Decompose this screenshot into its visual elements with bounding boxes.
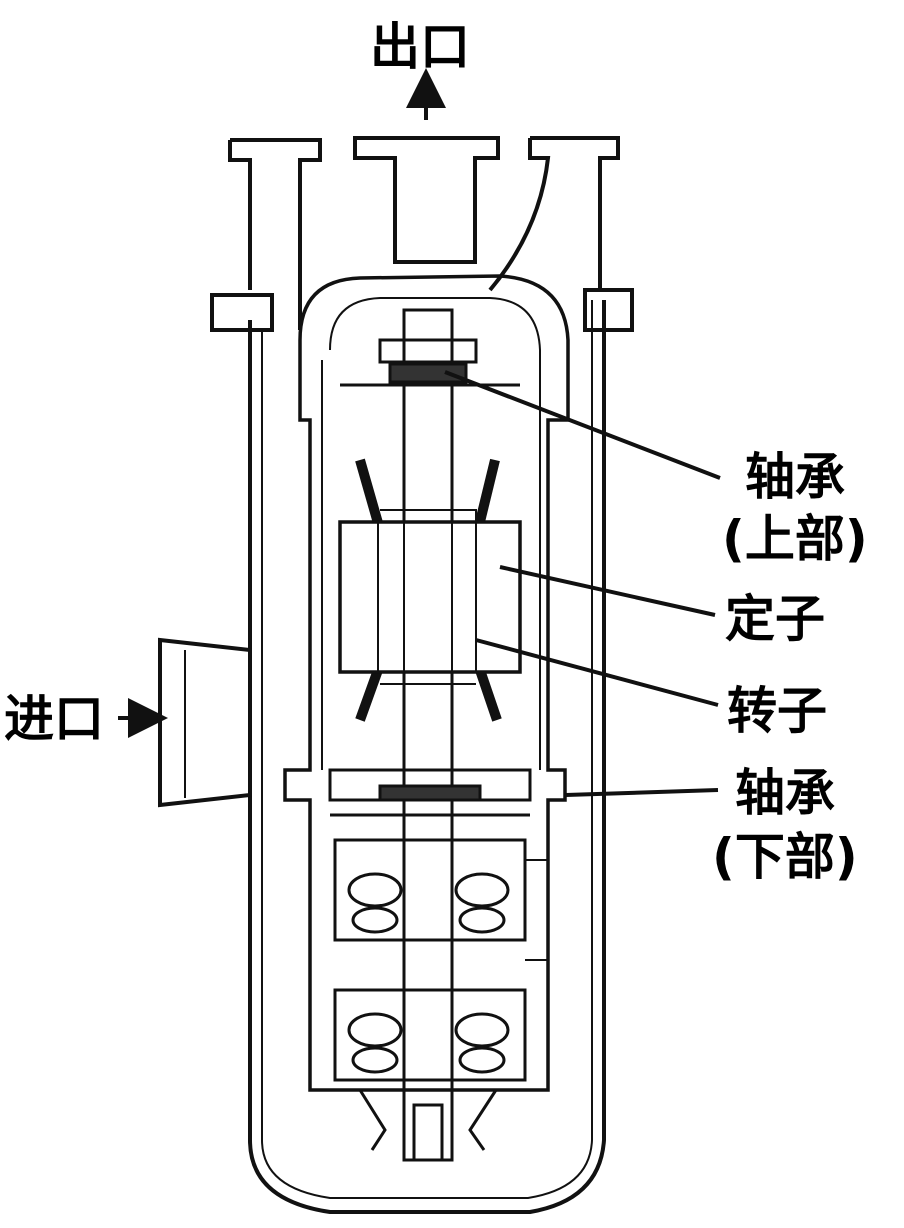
- inner-casing: [283, 274, 570, 1092]
- bearing-upper-label-line1: 轴承: [745, 448, 845, 506]
- shaft: [402, 308, 454, 1162]
- rotor-label: 转子: [727, 682, 827, 740]
- bearing-lower-label-line1: 轴承: [735, 764, 835, 822]
- outer-shell: [248, 300, 606, 1214]
- top-flanges: [210, 136, 634, 332]
- inlet-nozzle: [158, 637, 252, 808]
- leader-rotor: [475, 638, 719, 707]
- leader-stator: [499, 565, 716, 617]
- impeller-stages: [333, 838, 549, 1082]
- leader-upper-bearing: [444, 370, 721, 480]
- upper-bearing: [340, 338, 520, 387]
- bearing-lower-label-line2: (下部): [712, 828, 858, 886]
- leader-lower-bearing: [565, 788, 719, 797]
- stator-label: 定子: [725, 590, 825, 648]
- outlet-label: 出口: [370, 18, 470, 76]
- inlet-label: 进口: [4, 690, 104, 748]
- stator-rotor-block: [338, 509, 522, 685]
- bottom-supports: [358, 1089, 498, 1151]
- leader-lines: [444, 370, 721, 797]
- bearing-upper-label-line2: (上部): [722, 510, 868, 568]
- stator-windings: [355, 458, 502, 722]
- lower-bearing: [328, 768, 532, 817]
